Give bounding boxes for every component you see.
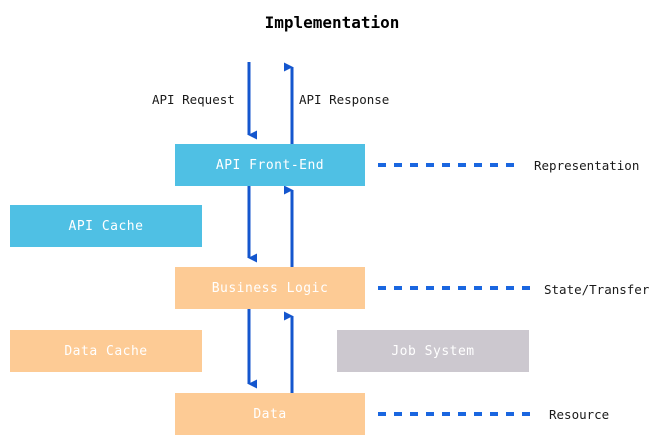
node-data-label: Data bbox=[253, 406, 287, 422]
node-business-logic-label: Business Logic bbox=[211, 280, 329, 296]
flow-label-api-response: API Response bbox=[299, 92, 390, 107]
node-data[interactable]: Data bbox=[175, 393, 365, 435]
node-api-cache[interactable]: API Cache bbox=[10, 205, 202, 247]
node-api-cache-label: API Cache bbox=[68, 218, 144, 234]
node-api-front-end[interactable]: API Front-End bbox=[175, 144, 365, 186]
aspect-label-representation: Representation bbox=[534, 158, 640, 173]
aspect-label-state-transfer: State/Transfer bbox=[544, 282, 650, 297]
flow-label-api-request: API Request bbox=[152, 92, 235, 107]
node-data-cache-label: Data Cache bbox=[64, 343, 148, 359]
aspect-label-resource: Resource bbox=[549, 407, 610, 422]
node-job-system-label: Job System bbox=[391, 343, 475, 359]
node-job-system[interactable]: Job System bbox=[337, 330, 529, 372]
node-data-cache[interactable]: Data Cache bbox=[10, 330, 202, 372]
page-title: Implementation bbox=[264, 13, 400, 32]
node-business-logic[interactable]: Business Logic bbox=[175, 267, 365, 309]
node-api-front-end-label: API Front-End bbox=[215, 157, 325, 173]
